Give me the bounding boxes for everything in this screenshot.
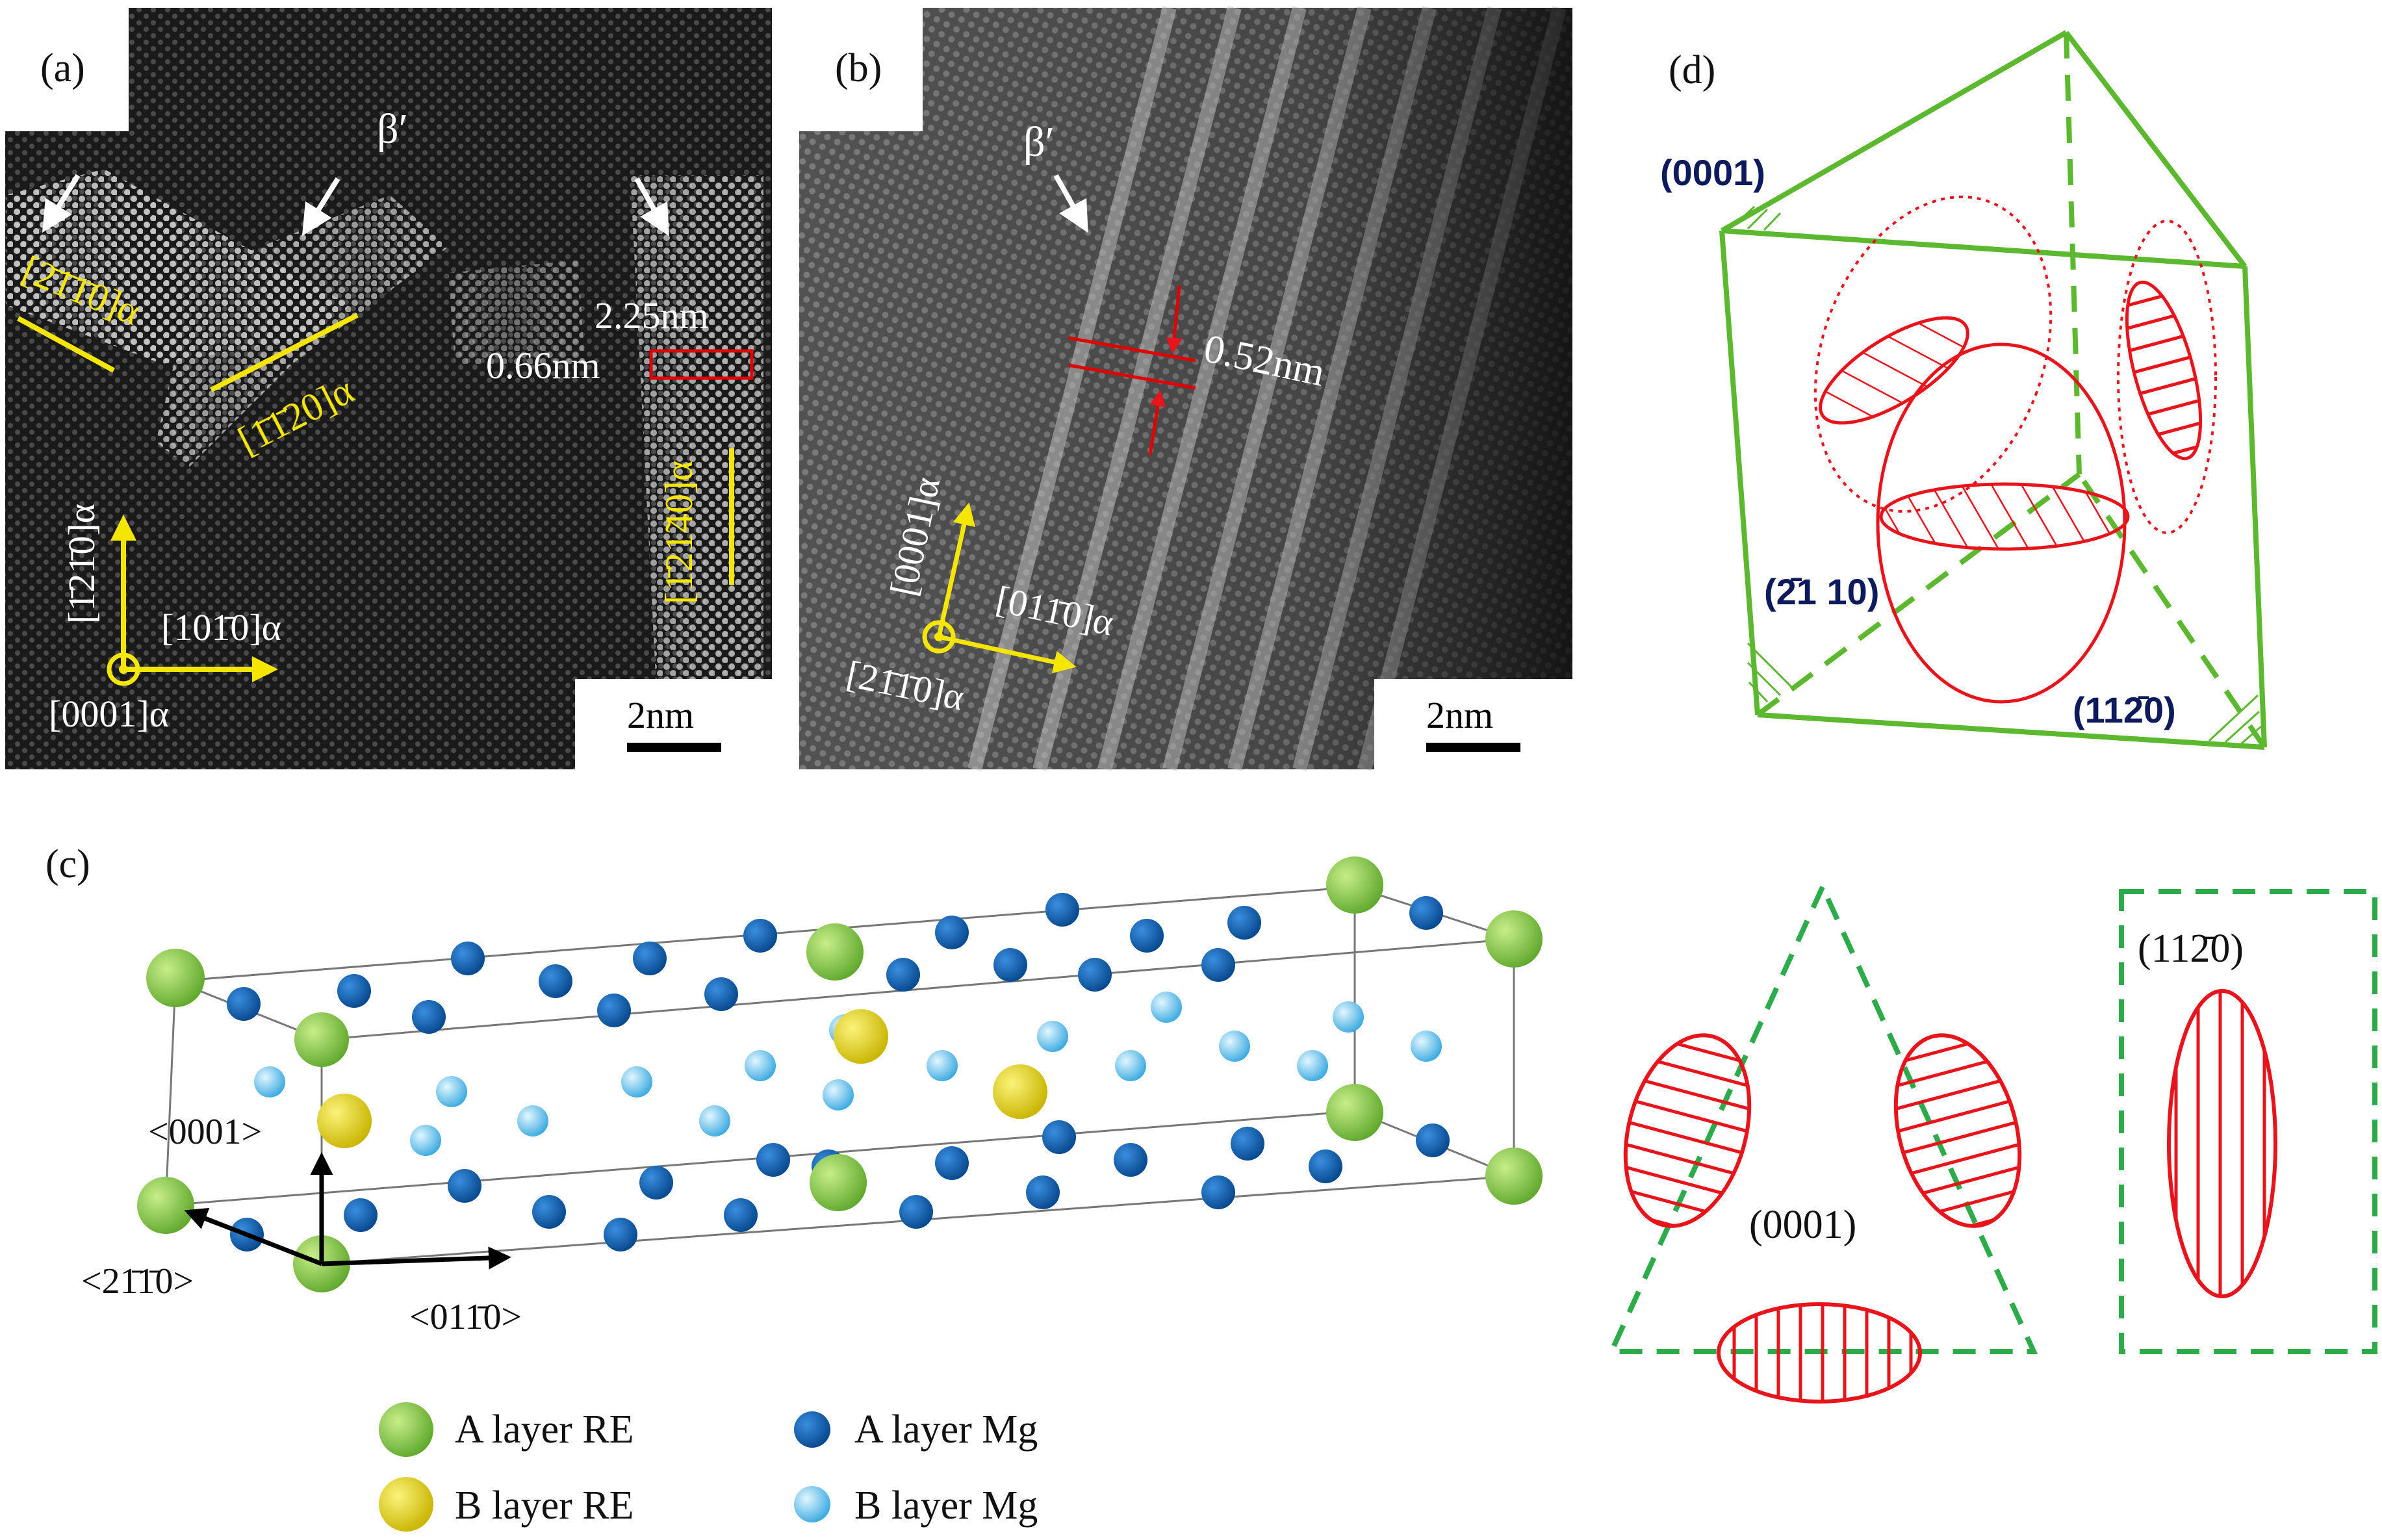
axis-out-symbol [107, 652, 140, 686]
panel-b-label: (b) [835, 46, 882, 90]
yellow-line-2110 [17, 316, 115, 373]
arrow-0110 [321, 1246, 511, 1270]
legend-swatch-b-re [379, 1477, 433, 1532]
section-0001-precipitate-right [1893, 1033, 2022, 1228]
legend-label-a-re: A layer RE [455, 1407, 634, 1452]
spacing-line-2 [1068, 363, 1196, 390]
section-0001-precipitate-left [1623, 1033, 1752, 1228]
legend-swatch-b-mg [794, 1486, 830, 1522]
spacing-line-1 [1068, 336, 1196, 363]
panel-a: (a) β′ [2̄1̄1̄0]α [1̄1̄20]α [1̄21̃40]α 2… [5, 8, 772, 770]
axis-out-symbol-b [922, 620, 956, 654]
panel-d-label: (d) [1669, 48, 1715, 92]
panel-c: (c) [45, 842, 1543, 1532]
prism [1719, 30, 2267, 750]
scale-bar-bg-b [1374, 679, 1572, 770]
legend-label-a-mg: A layer Mg [854, 1407, 1038, 1452]
section-1120-precipitate [2167, 989, 2277, 1298]
atoms [137, 856, 1543, 1292]
spacing-arrow-bottom [1148, 390, 1166, 456]
beta-prime-label: β′ [377, 105, 408, 153]
legend-label-b-mg: B layer Mg [854, 1483, 1038, 1528]
section-1120-rect [2119, 889, 2377, 1354]
panel-a-precipitates [6, 169, 763, 689]
dir-1210-label: [1̄21̃40]α [658, 461, 700, 604]
scale-bar-label-b: 2nm [1426, 694, 1493, 736]
dir-2110-label-c: <21̄1̄0> [81, 1261, 194, 1302]
legend-swatch-a-re [379, 1402, 433, 1457]
axis-up-arrow-b [936, 502, 975, 637]
plane-0001-label: (0001) [1660, 152, 1765, 193]
arrow-2110 [184, 1207, 323, 1266]
dim-height-label: 0.66nm [486, 344, 600, 387]
axis-up-label: [1̄21̄0]α [60, 504, 103, 624]
yellow-line-1120 [210, 313, 359, 392]
spacing-arrow-top [1166, 285, 1183, 354]
panel-b: (b) β′ 0.52nm [0001]α [011̄0]α [21̄1̄0]α… [799, 6, 1572, 771]
white-arrow-1 [42, 173, 81, 233]
panel-a-label-bg [5, 8, 129, 131]
dir-0001-label: <0001> [148, 1112, 262, 1152]
section-0001-label: (0001) [1749, 1203, 1856, 1247]
section-1120-label: (112̄0) [2138, 927, 2244, 971]
dir-0110-label-c: <011̄0> [409, 1297, 522, 1337]
axis-out-label: [0001]α [49, 693, 169, 735]
white-arrow-2 [301, 177, 340, 237]
panel-a-label: (a) [40, 46, 85, 90]
axis-right-label: [101̄0]α [161, 606, 281, 648]
legend-label-b-re: B layer RE [455, 1483, 634, 1528]
white-arrow-3 [634, 177, 669, 237]
legend: A layer RE B layer RE A layer Mg B layer… [379, 1402, 1038, 1532]
precipitate-variants [1813, 195, 2217, 704]
scale-bar-label-a: 2nm [627, 694, 694, 736]
plane-2110-label: (2̄1 10) [1764, 571, 1879, 612]
scale-bar-bg-a [575, 679, 772, 770]
plane-1120-label: (112̄0) [2073, 689, 2176, 730]
panel-c-label: (c) [45, 842, 90, 886]
prism-corner-hatch [1730, 205, 2262, 745]
section-0001-precipitate-bottom [1717, 1302, 1922, 1404]
legend-swatch-a-mg [794, 1411, 830, 1448]
dim-width-label: 2.25nm [595, 294, 709, 337]
white-arrow-b [1053, 174, 1088, 233]
beta-prime-label-b: β′ [1023, 118, 1055, 166]
axis-right-arrow-b [938, 634, 1077, 674]
panel-d: (d) (0001) (2̄1 10) (112̄0) [1607, 30, 2377, 1404]
panel-b-label-bg [799, 8, 923, 131]
measure-box [649, 349, 754, 380]
